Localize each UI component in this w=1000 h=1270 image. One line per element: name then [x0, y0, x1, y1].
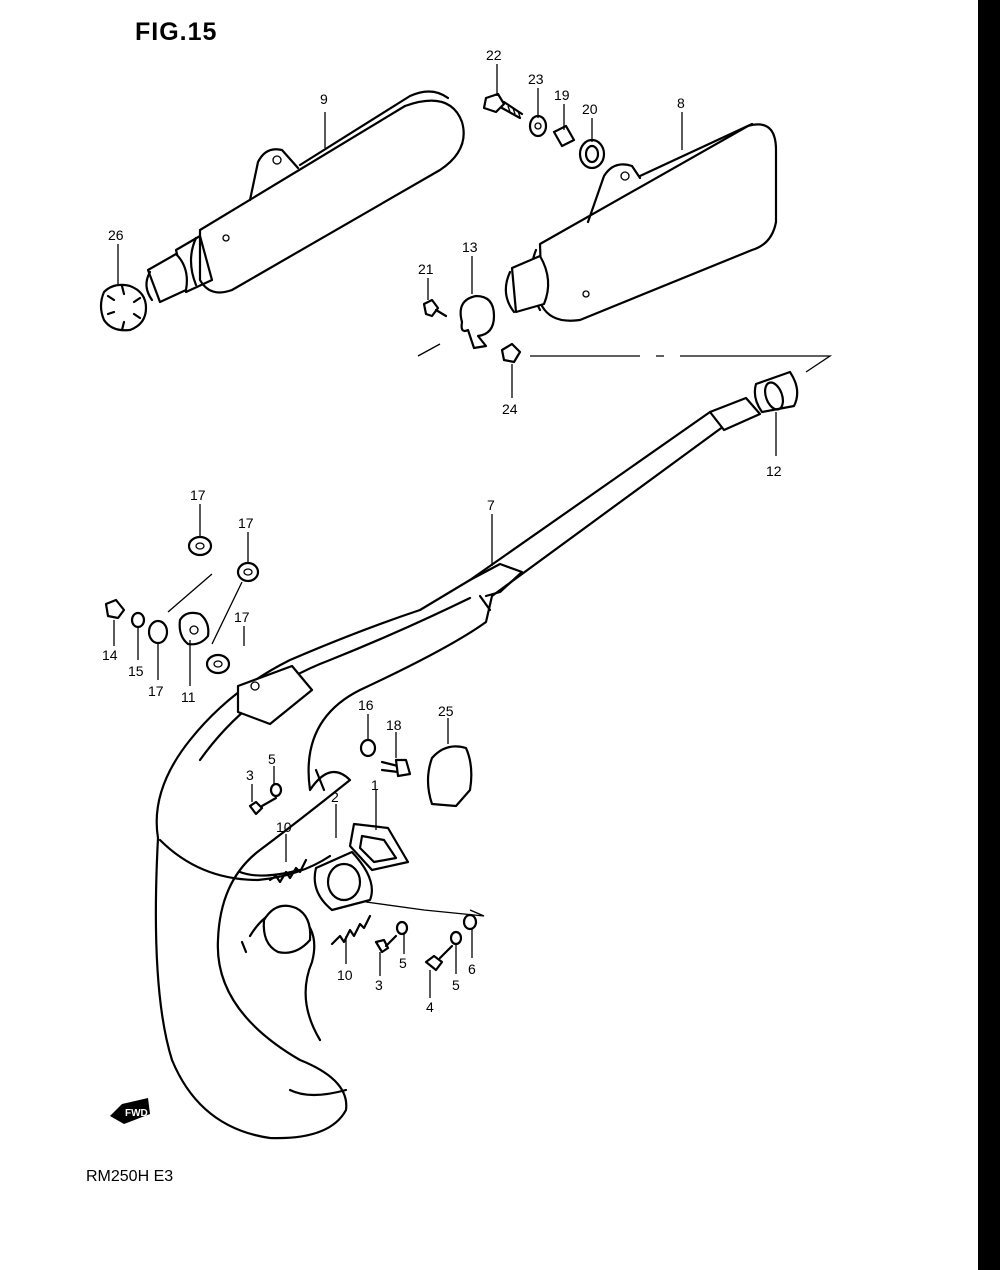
gasket-flange	[313, 822, 410, 912]
silencer-left	[145, 90, 465, 304]
callout-5b: 5	[399, 955, 407, 971]
callout-17d: 17	[148, 683, 164, 699]
leader-lines	[113, 64, 777, 998]
fwd-arrow-badge: FWD	[110, 1098, 150, 1124]
bracket-hardware	[104, 535, 260, 675]
callout-17c: 17	[234, 609, 250, 625]
callout-11: 11	[181, 689, 196, 705]
cover-25	[426, 745, 473, 808]
callout-18: 18	[386, 717, 402, 733]
callout-8: 8	[677, 95, 685, 111]
callout-2: 2	[331, 789, 339, 805]
callout-21: 21	[418, 261, 434, 277]
callout-25: 25	[438, 703, 454, 719]
callout-3a: 3	[246, 767, 254, 783]
callout-numbers: 1 2 3 3 4 5 5 5 6 7 8 9 10 10 11 12 13 1…	[102, 47, 782, 1015]
sleeve-12	[753, 370, 799, 414]
callout-1: 1	[371, 777, 379, 793]
callout-16: 16	[358, 697, 374, 713]
bolt-18	[359, 738, 412, 778]
callout-12: 12	[766, 463, 782, 479]
callout-13: 13	[462, 239, 478, 255]
callout-19: 19	[554, 87, 570, 103]
callout-23: 23	[528, 71, 544, 87]
clamp-hardware	[422, 294, 522, 364]
callout-5a: 5	[268, 751, 276, 767]
callout-3b: 3	[375, 977, 383, 993]
callout-15: 15	[128, 663, 144, 679]
callout-24: 24	[502, 401, 518, 417]
callout-20: 20	[582, 101, 598, 117]
callout-6: 6	[468, 961, 476, 977]
springs	[268, 858, 372, 946]
expansion-chamber	[154, 396, 762, 1140]
callout-26: 26	[108, 227, 124, 243]
callout-10a: 10	[276, 819, 292, 835]
fwd-label: FWD	[125, 1108, 148, 1119]
callout-4: 4	[426, 999, 434, 1015]
callout-22: 22	[486, 47, 502, 63]
callout-14: 14	[102, 647, 118, 663]
callout-10b: 10	[337, 967, 353, 983]
silencer-right	[504, 122, 778, 322]
callout-17b: 17	[238, 515, 254, 531]
exploded-view-drawing: FWD	[99, 47, 833, 1140]
nut-26	[99, 283, 148, 332]
lower-bolts	[248, 782, 485, 972]
callout-9: 9	[320, 91, 328, 107]
model-code: RM250H E3	[86, 1168, 174, 1185]
callout-7: 7	[487, 497, 495, 513]
sheet-edge	[978, 0, 1000, 1270]
callout-17a: 17	[190, 487, 206, 503]
figure-title: FIG.15	[135, 18, 218, 46]
callout-5c: 5	[452, 977, 460, 993]
